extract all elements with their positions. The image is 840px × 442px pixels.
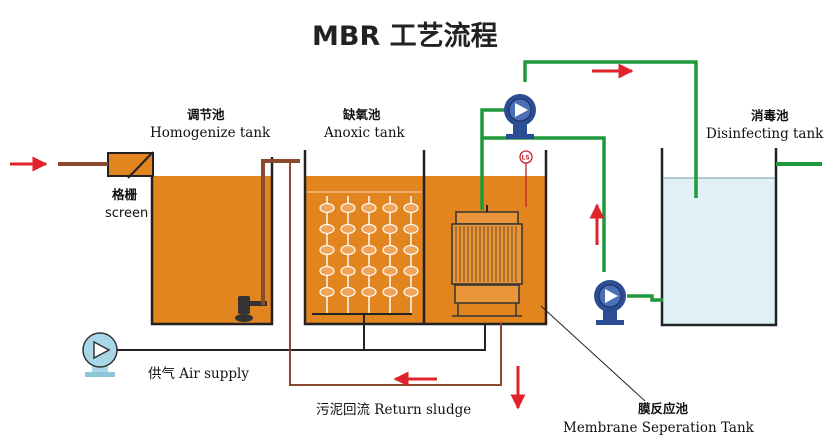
membrane-tank-label-cn: 膜反应池 [638, 401, 689, 416]
diffuser-element [361, 202, 377, 214]
diffuser-element [403, 286, 419, 298]
homogenize-tank-label-en: Homogenize tank [150, 125, 271, 141]
membrane-tank-label-en: Membrane Seperation Tank [563, 420, 755, 436]
transfer-pipe [261, 159, 300, 305]
diffuser-element [340, 223, 356, 235]
diffuser-element [319, 244, 335, 256]
anoxic-tank-label-en: Anoxic tank [323, 125, 406, 141]
diffuser-element [340, 286, 356, 298]
diffuser-element [361, 286, 377, 298]
homogenize-tank-label-cn: 调节池 [187, 107, 225, 122]
return-sludge-label: 污泥回流 Return sludge [316, 402, 471, 418]
diffuser-element [403, 202, 419, 214]
submersible-pump-icon [235, 296, 267, 322]
diffuser-element [361, 265, 377, 277]
diffuser-element [382, 223, 398, 235]
diffuser-element [403, 223, 419, 235]
diffuser-element [361, 223, 377, 235]
level-switch-icon: LS [519, 150, 533, 207]
air-supply-label: 供气 Air supply [148, 366, 249, 382]
permeate-pump-icon [504, 94, 536, 139]
diffuser-element [403, 265, 419, 277]
svg-text:LS: LS [522, 155, 530, 162]
diffuser-element [382, 202, 398, 214]
diffuser-element [382, 265, 398, 277]
diffuser-element [382, 286, 398, 298]
diffuser-element [319, 223, 335, 235]
diffuser-element [340, 202, 356, 214]
diffuser-element [403, 244, 419, 256]
diffuser-element [340, 265, 356, 277]
diffuser-element [319, 202, 335, 214]
anoxic-diffusers [319, 196, 419, 314]
diffuser-element [340, 244, 356, 256]
membrane-label-leader [540, 305, 646, 402]
disinfecting-tank [660, 148, 778, 327]
diagram-title: MBR 工艺流程 [312, 21, 498, 52]
backwash-pump-icon [594, 280, 626, 325]
diffuser-element [382, 244, 398, 256]
air-blower-icon [82, 332, 118, 377]
disinfecting-tank-label-cn: 消毒池 [751, 108, 789, 123]
diffuser-element [361, 244, 377, 256]
screen-label-cn: 格栅 [112, 187, 138, 202]
screen-bar [127, 151, 154, 179]
screen-box [107, 152, 154, 177]
air-supply-piping [117, 314, 486, 351]
homogenize-tank [107, 151, 274, 326]
anoxic-tank-label-cn: 缺氧池 [343, 107, 381, 122]
diffuser-element [319, 286, 335, 298]
clean-water [663, 178, 775, 324]
screen-label-en: screen [105, 206, 148, 221]
membrane-module [451, 205, 523, 317]
diffuser-element [319, 265, 335, 277]
disinfecting-tank-label-en: Disinfecting tank [706, 126, 824, 142]
homogenize-tank-liquid [153, 176, 271, 323]
